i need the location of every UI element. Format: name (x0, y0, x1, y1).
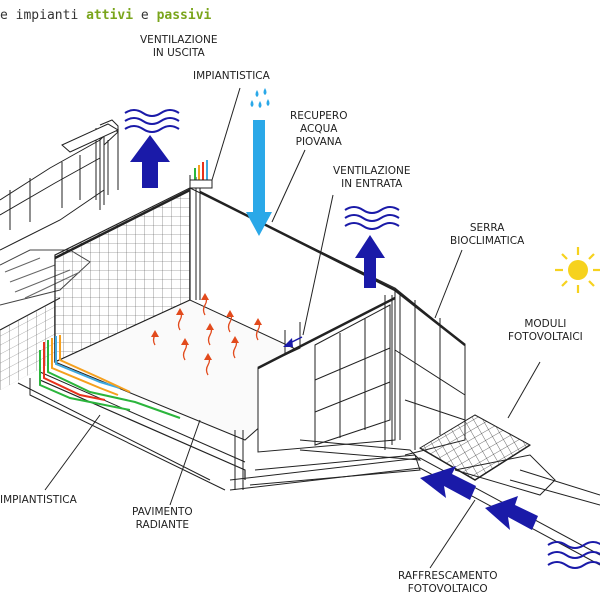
label-greenhouse-line1: SERRA (469, 222, 505, 234)
label-ventilation-out: VENTILAZIONE IN USCITA (140, 34, 218, 60)
ventilation-out-waves (124, 109, 180, 133)
label-radiant-floor-line2: RADIANTE (135, 519, 189, 531)
label-ventilation-in: VENTILAZIONE IN ENTRATA (333, 165, 411, 191)
inlet-small-arrow (283, 336, 303, 347)
label-radiant-floor-line1: PAVIMENTO (132, 506, 193, 518)
pipe-bundle-roof (189, 160, 213, 189)
label-radiant-floor: PAVIMENTO RADIANTE (132, 506, 193, 532)
diagram-title: e impianti attivi e passivi (0, 8, 211, 23)
title-prefix: e impianti (0, 8, 79, 23)
label-ventilation-in-line2: IN ENTRATA (341, 178, 403, 190)
pipe-bundle-floor (39, 335, 181, 419)
cooling-waves (547, 541, 600, 569)
label-ventilation-out-line1: VENTILAZIONE (140, 34, 218, 46)
water-drops (250, 88, 270, 108)
roof-element (61, 123, 120, 153)
sun-icon (555, 247, 600, 293)
label-impiantistica-top-text: IMPIANTISTICA (193, 70, 270, 82)
label-impiantistica-bottom-text: IMPIANTISTICA (0, 494, 77, 506)
label-pv-cooling-line2: FOTOVOLTAICO (407, 583, 488, 595)
label-impiantistica-top: IMPIANTISTICA (193, 70, 270, 83)
floor-tile-grid (0, 300, 55, 390)
label-pv-modules-line2: FOTOVOLTAICI (508, 331, 583, 343)
radiant-heat-arrows (151, 293, 262, 376)
label-greenhouse-line2: BIOCLIMATICA (450, 235, 525, 247)
label-bioclimatic-greenhouse: SERRA BIOCLIMATICA (450, 222, 524, 248)
title-conjunction: e (140, 8, 149, 23)
water-arrow (246, 120, 272, 236)
label-rainwater-recovery: RECUPERO ACQUA PIOVANA (290, 110, 347, 149)
label-impiantistica-bottom: IMPIANTISTICA (0, 494, 77, 507)
label-pv-modules: MODULI FOTOVOLTAICI (508, 318, 583, 344)
label-pv-modules-line1: MODULI (524, 318, 567, 330)
cooling-arrow-1 (420, 466, 476, 500)
ventilation-in-waves (344, 206, 400, 230)
cooling-arrow-2 (485, 496, 538, 530)
label-rainwater-line2: ACQUA (300, 123, 338, 135)
adjacent-structure (0, 119, 119, 331)
leader-lines (44, 87, 541, 569)
ventilation-out-arrow (130, 135, 170, 188)
label-rainwater-line1: RECUPERO (290, 110, 348, 122)
label-pv-cooling-line1: RAFFRESCAMENTO (398, 570, 498, 582)
title-word-active: attivi (86, 8, 134, 23)
title-word-passive: passivi (156, 8, 212, 23)
label-rainwater-line3: PIOVANA (295, 136, 342, 148)
main-room (17, 132, 600, 566)
pv-modules (419, 414, 600, 506)
ventilation-in-arrow (355, 235, 385, 288)
label-ventilation-out-line2: IN USCITA (152, 47, 205, 59)
label-pv-cooling: RAFFRESCAMENTO FOTOVOLTAICO (398, 570, 497, 596)
label-ventilation-in-line1: VENTILAZIONE (333, 165, 411, 177)
